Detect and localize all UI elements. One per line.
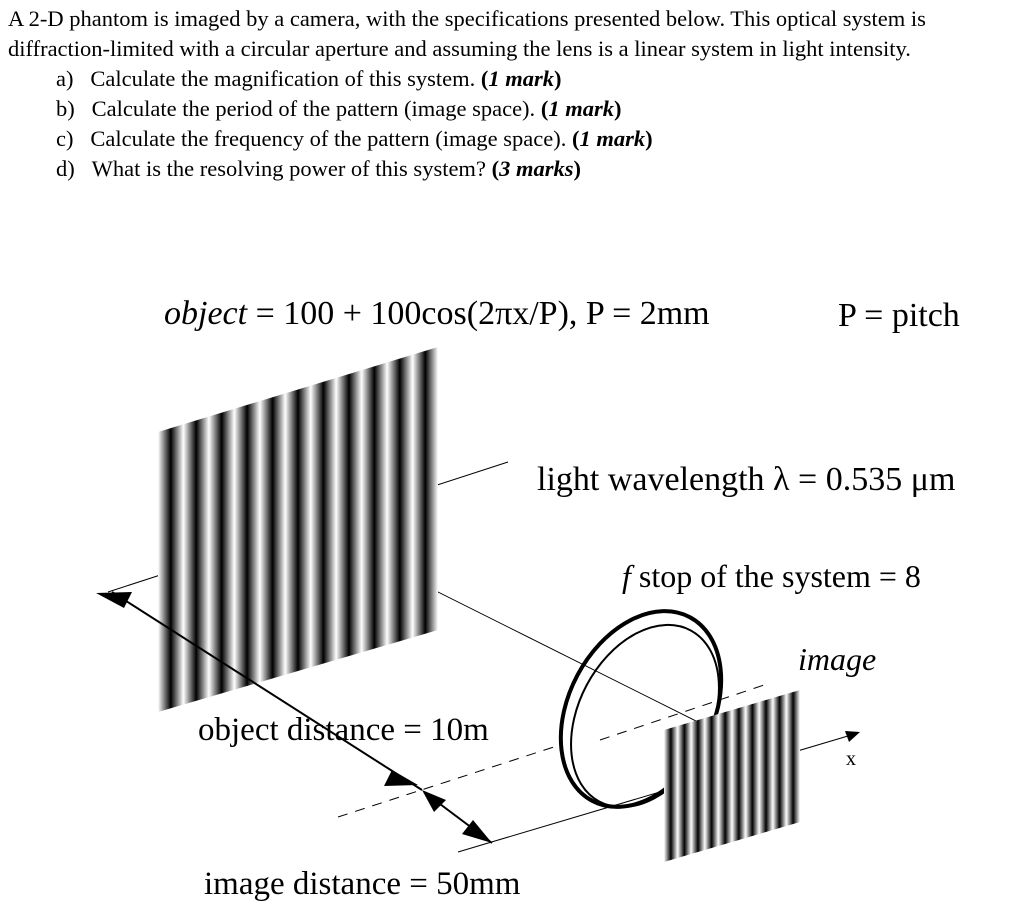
part-letter: a) (56, 66, 74, 91)
part-text: Calculate the period of the pattern (ima… (91, 96, 536, 121)
fstop-label: f stop of the system = 8 (622, 558, 921, 594)
part-marks: (1 mark) (572, 126, 653, 151)
wavelength-label: light wavelength λ = 0.535 μm (537, 461, 955, 498)
question-text: A 2-D phantom is imaged by a camera, wit… (8, 4, 1016, 184)
question-part-b: b) Calculate the period of the pattern (… (56, 94, 1016, 124)
image-distance-arrow (422, 790, 493, 844)
object-distance-label: object distance = 10m (198, 712, 489, 748)
part-text: Calculate the magnification of this syst… (90, 66, 476, 91)
distance-dashed-line (337, 744, 561, 818)
part-letter: c) (56, 126, 74, 151)
object-distance-arrowhead-end (384, 770, 418, 786)
pitch-label: P = pitch (838, 297, 960, 334)
object-distance-arrow (96, 591, 423, 791)
x-axis-arrowhead (845, 731, 860, 742)
question-part-c: c) Calculate the frequency of the patter… (56, 124, 1016, 154)
question-part-a: a) Calculate the magnification of this s… (56, 64, 1016, 94)
lens-plane-dashed-line (599, 682, 771, 741)
part-letter: b) (56, 96, 75, 121)
object-distance-arrowhead-start (96, 592, 132, 608)
question-part-d: d) What is the resolving power of this s… (56, 154, 1016, 184)
object-pattern-panel (158, 347, 438, 712)
part-text: What is the resolving power of this syst… (91, 156, 486, 181)
question-parts-list: a) Calculate the magnification of this s… (8, 64, 1016, 184)
part-letter: d) (56, 156, 75, 181)
part-marks: (3 marks) (491, 156, 581, 181)
question-intro: A 2-D phantom is imaged by a camera, wit… (8, 6, 926, 61)
image-label: image (798, 641, 876, 677)
image-distance-label: image distance = 50mm (204, 866, 521, 902)
image-pattern-panel (664, 690, 800, 862)
object-formula-label: object = 100 + 100cos(2πx/P), P = 2mm (164, 295, 710, 332)
image-distance-arrowhead-start (422, 790, 446, 812)
part-text: Calculate the frequency of the pattern (… (90, 126, 567, 151)
part-marks: (1 mark) (540, 96, 622, 121)
axis-x-label: x (846, 748, 856, 770)
part-marks: (1 mark) (480, 66, 562, 91)
image-distance-arrowhead-end (462, 820, 492, 843)
